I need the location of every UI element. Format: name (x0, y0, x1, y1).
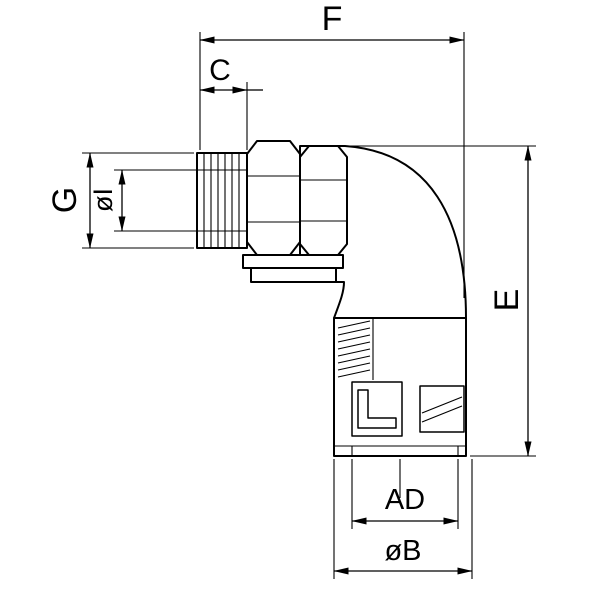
screw-box (419, 385, 465, 433)
dim-label-g: G (46, 187, 84, 213)
thread-crest-lines (203, 153, 240, 248)
dim-g: G (46, 152, 194, 249)
hex-nut (246, 140, 301, 256)
fitting-body (196, 140, 467, 498)
screw-slot-line-1 (421, 396, 463, 414)
dimensions: F C G øI E (46, 0, 536, 579)
corrugation-ribs (337, 320, 371, 378)
dim-i: øI (88, 169, 196, 232)
dim-label-i: øI (88, 188, 118, 212)
dim-label-b: øB (384, 535, 421, 567)
dim-b: øB (333, 459, 473, 579)
dim-label-ad: AD (385, 484, 425, 516)
screw-slot-line-2 (421, 405, 463, 423)
thread-stub (196, 152, 248, 249)
collar-flange-wide (242, 254, 344, 269)
clamp-l-bracket (357, 389, 397, 429)
bottom-connector (333, 317, 467, 498)
dim-e: E (350, 145, 536, 457)
hex-body (299, 145, 348, 256)
hex-body-outline (299, 145, 348, 256)
dim-label-e: E (488, 289, 526, 312)
dim-label-c: C (209, 54, 231, 87)
dim-label-f: F (322, 0, 343, 38)
dim-c: C (199, 54, 263, 150)
collar-flange-narrow (250, 267, 337, 283)
dim-ad: AD (351, 459, 459, 529)
hex-nut-outline (246, 140, 301, 256)
